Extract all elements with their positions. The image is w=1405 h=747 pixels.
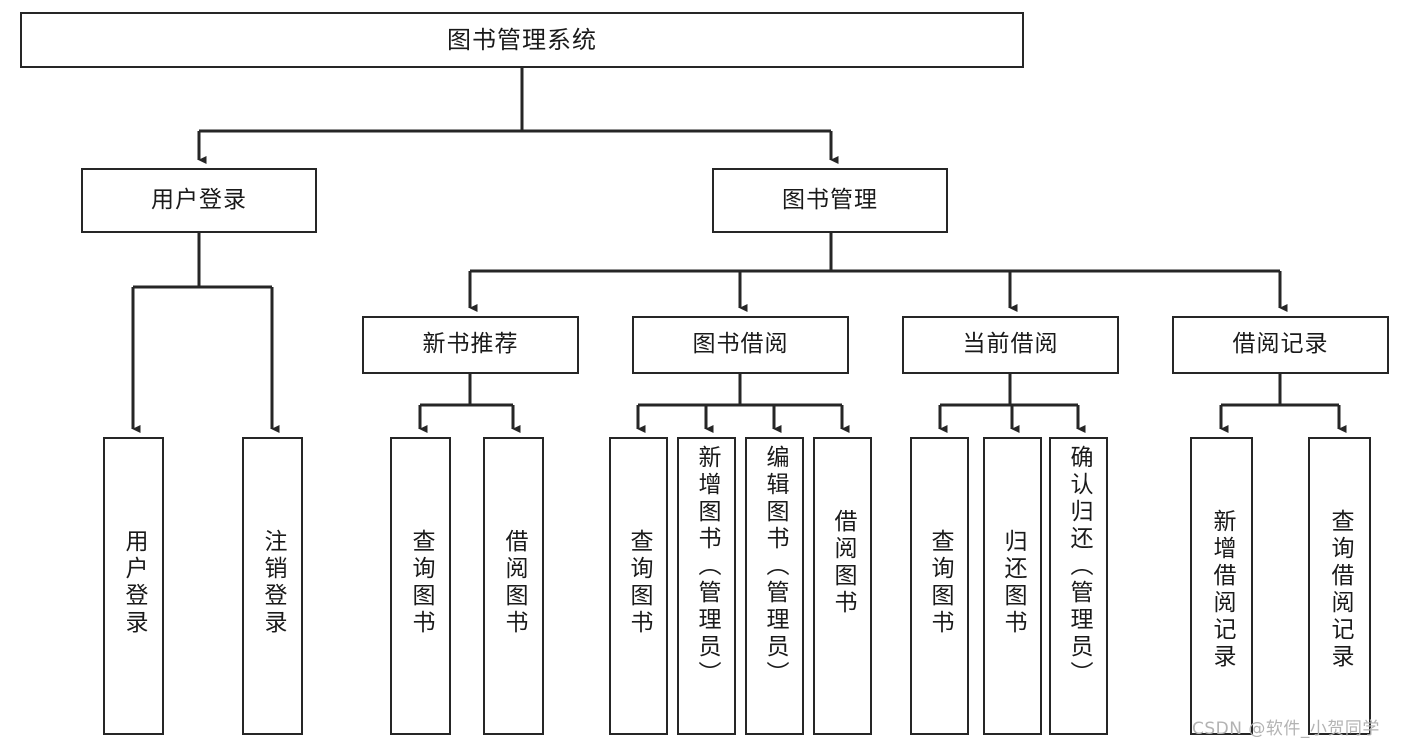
node-label: 查询图书 bbox=[927, 529, 953, 637]
node-label: 借阅图书 bbox=[501, 529, 527, 637]
leaf-query-books-borrow[interactable]: 查询图书 bbox=[609, 437, 668, 735]
leaf-borrow-books[interactable]: 借阅图书 bbox=[813, 437, 872, 735]
node-label: 图书管理 bbox=[782, 186, 878, 213]
node-label: 编辑图书（管理员） bbox=[762, 445, 788, 688]
node-label: 当前借阅 bbox=[962, 331, 1059, 358]
node-root-system[interactable]: 图书管理系统 bbox=[20, 12, 1024, 68]
leaf-confirm-return-admin[interactable]: 确认归还（管理员） bbox=[1049, 437, 1108, 735]
node-label: 新书推荐 bbox=[422, 331, 519, 358]
node-label: 借阅记录 bbox=[1232, 331, 1329, 358]
node-label: 借阅图书 bbox=[830, 509, 856, 617]
leaf-borrow-books-newbook[interactable]: 借阅图书 bbox=[483, 437, 544, 735]
node-label: 新增图书（管理员） bbox=[694, 445, 720, 688]
node-user-login[interactable]: 用户登录 bbox=[81, 168, 317, 233]
node-label: 用户登录 bbox=[151, 186, 247, 213]
leaf-user-login[interactable]: 用户登录 bbox=[103, 437, 164, 735]
watermark-text: CSDN @软件_小贺同学 bbox=[1192, 719, 1380, 739]
leaf-query-books-current[interactable]: 查询图书 bbox=[910, 437, 969, 735]
leaf-return-books[interactable]: 归还图书 bbox=[983, 437, 1042, 735]
node-label: 确认归还（管理员） bbox=[1066, 445, 1092, 688]
leaf-edit-book-admin[interactable]: 编辑图书（管理员） bbox=[745, 437, 804, 735]
leaf-add-book-admin[interactable]: 新增图书（管理员） bbox=[677, 437, 736, 735]
node-book-management[interactable]: 图书管理 bbox=[712, 168, 948, 233]
node-label: 查询借阅记录 bbox=[1327, 509, 1353, 671]
leaf-add-borrow-record[interactable]: 新增借阅记录 bbox=[1190, 437, 1253, 735]
leaf-query-books-newbook[interactable]: 查询图书 bbox=[390, 437, 451, 735]
leaf-query-borrow-record[interactable]: 查询借阅记录 bbox=[1308, 437, 1371, 735]
node-label: 图书借阅 bbox=[692, 331, 789, 358]
node-label: 注销登录 bbox=[260, 529, 286, 637]
node-label: 归还图书 bbox=[1000, 529, 1026, 637]
node-book-borrowing[interactable]: 图书借阅 bbox=[632, 316, 849, 374]
node-label: 查询图书 bbox=[408, 529, 434, 637]
node-label: 新增借阅记录 bbox=[1209, 509, 1235, 671]
node-label: 查询图书 bbox=[626, 529, 652, 637]
node-label: 用户登录 bbox=[121, 529, 147, 637]
node-new-book-recommendation[interactable]: 新书推荐 bbox=[362, 316, 579, 374]
leaf-logout[interactable]: 注销登录 bbox=[242, 437, 303, 735]
node-label: 图书管理系统 bbox=[447, 25, 597, 54]
node-borrow-records[interactable]: 借阅记录 bbox=[1172, 316, 1389, 374]
node-current-borrowing[interactable]: 当前借阅 bbox=[902, 316, 1119, 374]
